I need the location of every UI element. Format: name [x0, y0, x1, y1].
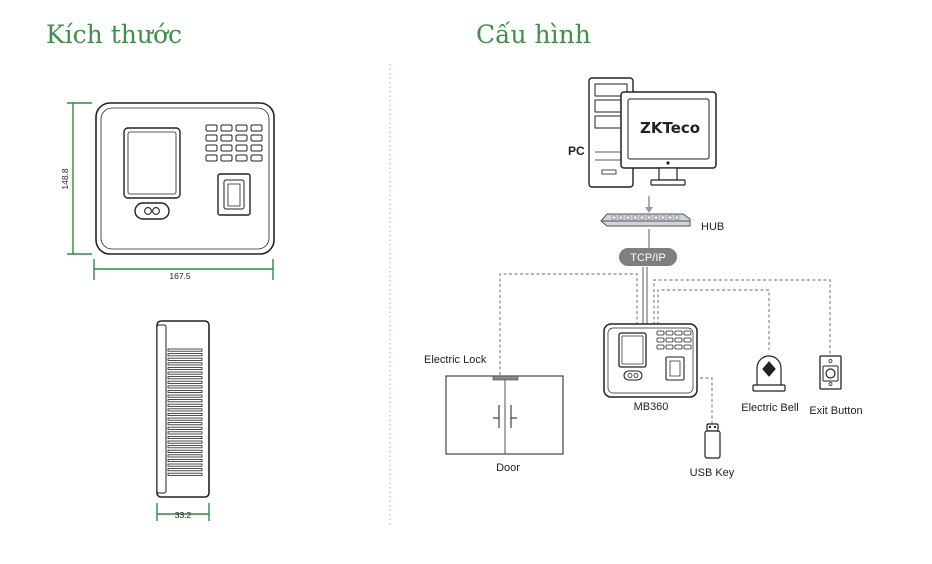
hub-label: HUB [701, 221, 724, 233]
vent-slot [167, 463, 203, 467]
hub-port [625, 215, 631, 220]
hub-port [632, 215, 638, 220]
hub-port [667, 215, 673, 220]
pc-monitor [620, 91, 717, 186]
depth-dimension [156, 503, 210, 521]
vent-slot [167, 449, 203, 453]
hub-port [660, 215, 666, 220]
vent-slot [167, 357, 203, 361]
electric-bell-label: Electric Bell [741, 402, 798, 414]
width-dimension [93, 259, 274, 280]
vent-slot [167, 385, 203, 389]
vent-slot [167, 362, 203, 366]
vent-slot [167, 422, 203, 426]
hub-port [618, 215, 624, 220]
power-led-icon [666, 161, 670, 165]
vent-slot [167, 468, 203, 472]
side-vents [167, 348, 203, 476]
vent-slot [167, 380, 203, 384]
hub-port [653, 215, 659, 220]
exit-button-icon [819, 355, 842, 390]
hub-port [646, 215, 652, 220]
vent-slot [167, 366, 203, 370]
vent-slot [167, 394, 203, 398]
vent-slot [167, 376, 203, 380]
vent-slot [167, 435, 203, 439]
vent-slot [167, 408, 203, 412]
vent-slot [167, 389, 203, 393]
width-dimension-label: 167.5 [169, 271, 191, 281]
protocol-label: TCP/IP [630, 252, 665, 264]
vent-slot [167, 412, 203, 416]
pc-label: PC [568, 144, 585, 158]
height-dimension-label: 148.8 [60, 168, 70, 190]
door [445, 375, 564, 455]
hub-port [639, 215, 645, 220]
vent-slot [167, 353, 203, 357]
vent-slot [167, 445, 203, 449]
vent-slot [167, 399, 203, 403]
door-label: Door [496, 462, 520, 474]
vent-slot [167, 472, 203, 476]
usb-key-icon [704, 423, 721, 459]
fingerprint-sensor [217, 173, 251, 216]
electric-bell-icon [752, 355, 786, 392]
vent-slot [167, 431, 203, 435]
dimensions-heading: Kích thước [46, 20, 183, 49]
protocol-badge [619, 248, 677, 266]
configuration-heading: Cấu hình [476, 20, 591, 49]
depth-dimension-label: 33.2 [175, 510, 192, 520]
hub-port [611, 215, 617, 220]
device-side-view [156, 320, 210, 498]
height-dimension [67, 102, 92, 255]
exit-button-label: Exit Button [809, 405, 862, 417]
vent-slot [167, 348, 203, 352]
network-hub [600, 213, 691, 227]
vent-slot [167, 426, 203, 430]
brand-logo: ZKTeco [640, 119, 700, 137]
device-label: MB360 [634, 401, 669, 413]
vent-slot [167, 371, 203, 375]
vent-slot [167, 454, 203, 458]
mb360-device [603, 323, 698, 398]
vent-slot [167, 403, 203, 407]
keypad [205, 124, 263, 162]
hub-port [674, 215, 680, 220]
vent-slot [167, 440, 203, 444]
usb-key-label: USB Key [690, 467, 735, 479]
connectors [499, 273, 831, 424]
vent-slot [167, 417, 203, 421]
vent-slot [167, 458, 203, 462]
electric-lock-label: Electric Lock [424, 354, 487, 366]
arrow-down-icon [645, 207, 653, 213]
device-front-view [95, 102, 275, 255]
